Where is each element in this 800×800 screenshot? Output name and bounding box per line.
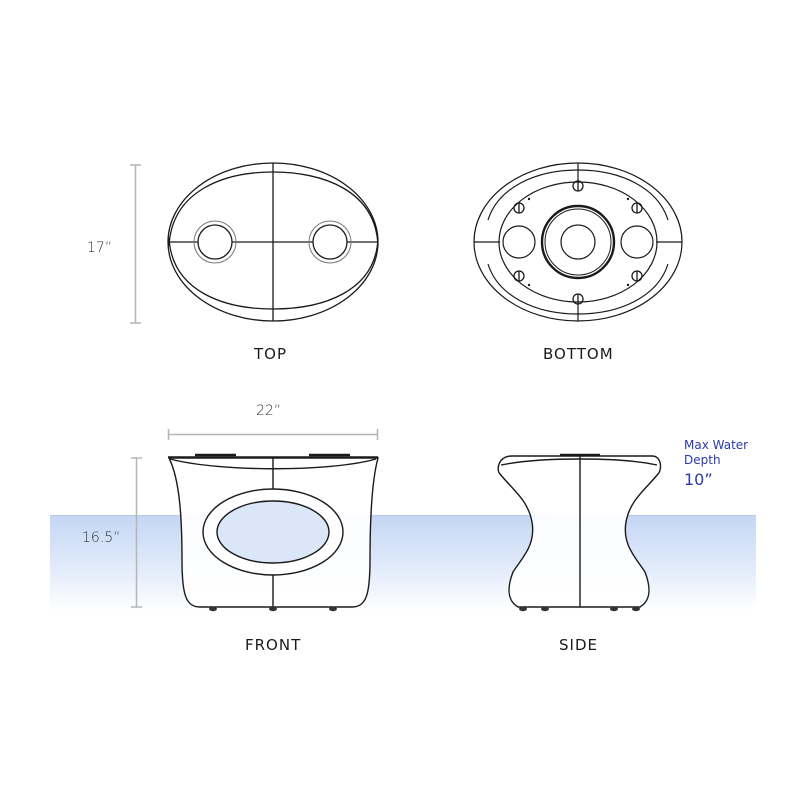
bottom-view-drawing bbox=[473, 162, 683, 322]
depth-dimension-line bbox=[130, 164, 141, 324]
water-label-line2: Depth bbox=[684, 453, 721, 467]
side-view-label: SIDE bbox=[559, 636, 598, 654]
water-depth-value: 10” bbox=[684, 470, 713, 489]
top-view-drawing bbox=[167, 162, 379, 322]
water-label-line1: Max Water bbox=[684, 438, 749, 452]
front-view-label: FRONT bbox=[245, 636, 302, 654]
top-view-label: TOP bbox=[254, 345, 288, 363]
water-band bbox=[50, 515, 756, 611]
height-dimension-line bbox=[131, 457, 142, 608]
height-dimension-value: 16.5” bbox=[82, 530, 121, 546]
width-dimension-value: 22” bbox=[256, 403, 282, 419]
depth-dimension-value: 17” bbox=[87, 240, 113, 256]
side-view-drawing bbox=[497, 453, 662, 612]
bottom-view-label: BOTTOM bbox=[543, 345, 614, 363]
front-view-drawing bbox=[167, 453, 379, 612]
max-water-depth-note: Max Water Depth 10” bbox=[684, 438, 749, 489]
width-dimension-line bbox=[167, 429, 379, 440]
